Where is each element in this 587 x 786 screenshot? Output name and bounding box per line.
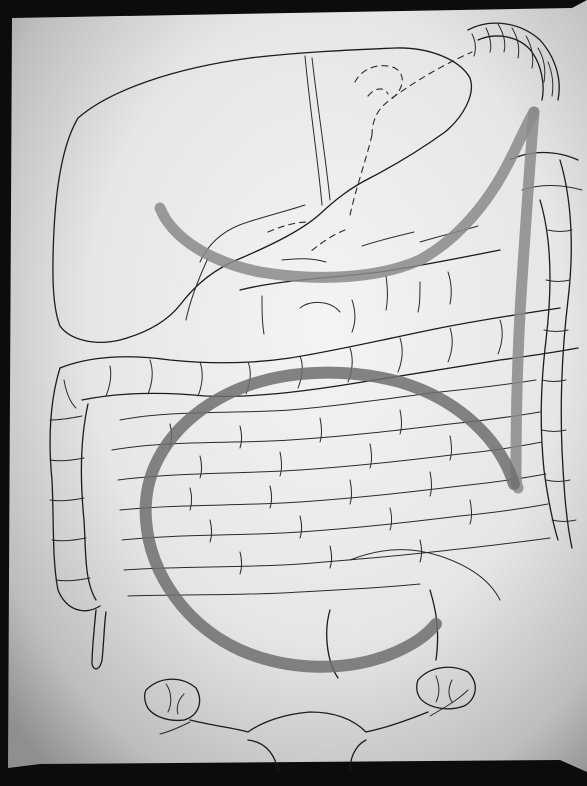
paper-surface xyxy=(8,0,587,772)
